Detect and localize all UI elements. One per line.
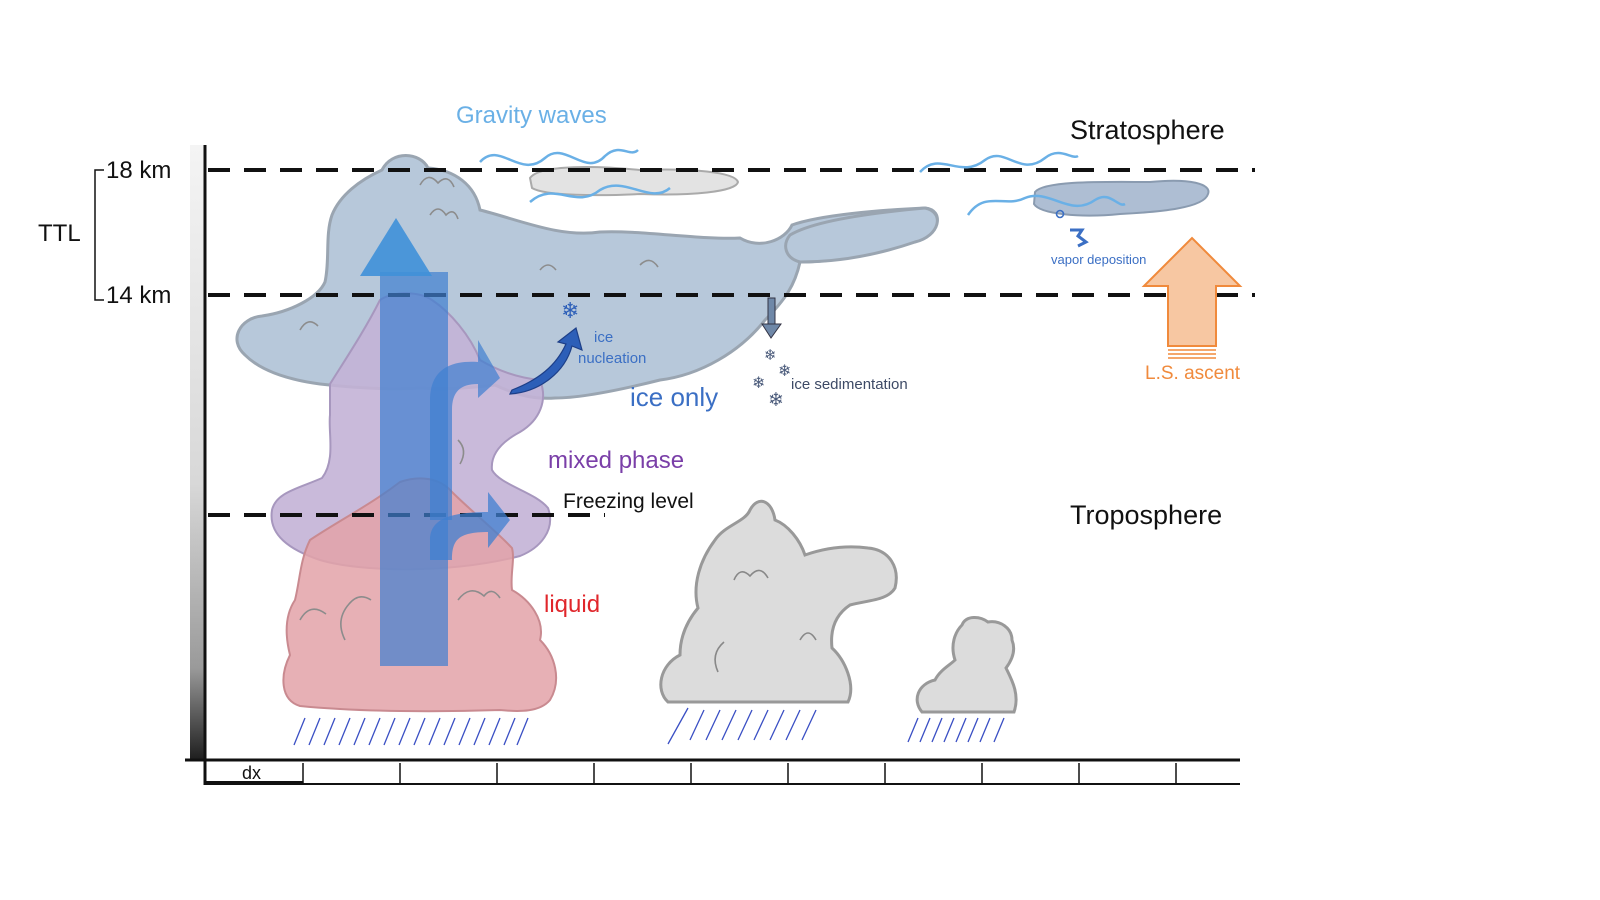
svg-text:❄: ❄ (768, 389, 784, 411)
ttl-bracket (94, 169, 104, 301)
vapor-deposition-label: vapor deposition (1051, 252, 1146, 267)
svg-text:❄: ❄ (764, 346, 777, 364)
gravity-waves (479, 148, 1126, 216)
gray-cloud-small (915, 616, 1018, 714)
grid-boxes (185, 758, 1240, 785)
ls-ascent-label: L.S. ascent (1145, 363, 1241, 384)
thin-cloud-left (528, 166, 740, 197)
gray-cloud-medium (659, 499, 898, 704)
liquid-label: liquid (544, 591, 600, 618)
svg-text:❄: ❄ (752, 373, 765, 392)
sedimentation-arrow-icon (761, 297, 782, 339)
detrainment-arrow-upper (430, 340, 500, 520)
gravity-waves-label: Gravity waves (456, 102, 607, 129)
snowflake-icon: ❄ (561, 299, 579, 324)
stratosphere-label: Stratosphere (1070, 115, 1225, 145)
ttl-label: TTL (38, 220, 81, 247)
rain-under-small-cloud (907, 717, 1005, 743)
dx-label: dx (242, 763, 261, 783)
rain-under-medium-cloud (667, 707, 817, 745)
cloud-doodles (299, 176, 659, 641)
ice-nucleation-arrow-icon (508, 326, 583, 395)
rain-under-large-cloud (293, 717, 529, 746)
falling-ice-icons: ❄ ❄ ❄ ❄ (752, 346, 791, 411)
km18-label: 18 km (106, 157, 171, 184)
svg-text:❄: ❄ (778, 361, 791, 380)
freezing-level-label: Freezing level (563, 490, 694, 513)
vapor-deposition-icon (1070, 228, 1089, 248)
gray-cloud-medium-doodles (714, 569, 817, 673)
ice-nucleation-label-1: ice (594, 329, 613, 346)
mixed-phase-label: mixed phase (548, 447, 684, 474)
detrainment-arrow-lower (430, 492, 510, 560)
km14-label: 14 km (106, 282, 171, 309)
ice-nucleation-label-2: nucleation (578, 350, 646, 367)
ice-sedimentation-label: ice sedimentation (791, 376, 908, 393)
anvil-tail (784, 206, 939, 264)
height-axis-bar (190, 145, 204, 760)
troposphere-label: Troposphere (1070, 500, 1222, 530)
ice-only-label: ice only (630, 382, 718, 412)
ls-ascent-arrow-icon (1141, 236, 1243, 359)
vapor-particle-icon (1055, 209, 1065, 219)
